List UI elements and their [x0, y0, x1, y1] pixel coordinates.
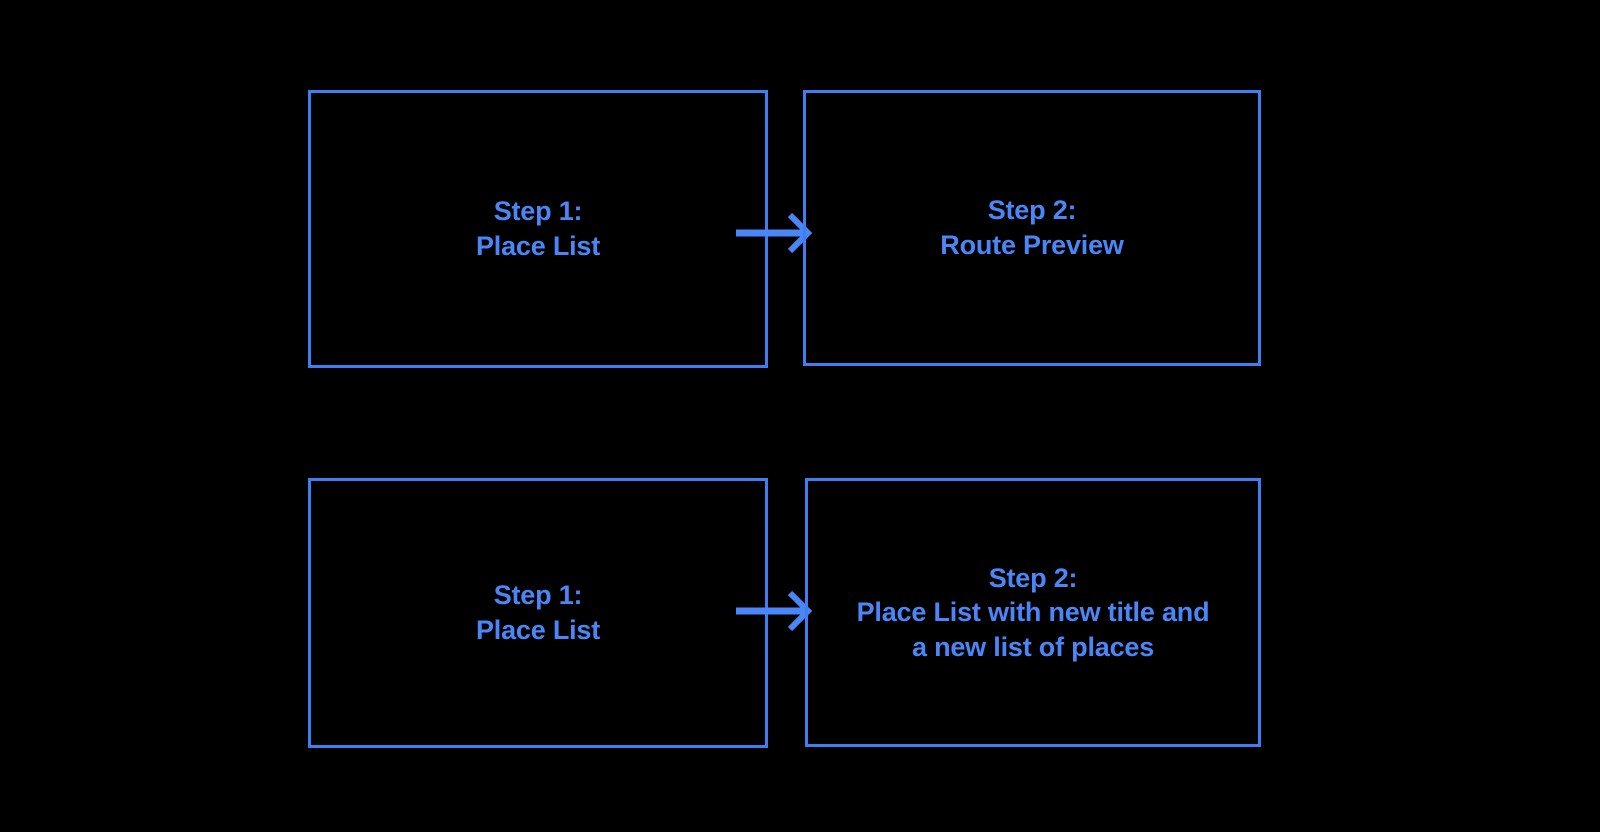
flow-box-step1-top[interactable]: Step 1: Place List — [308, 90, 768, 368]
flow-box-label: Step 2: Place List with new title and a … — [856, 562, 1210, 662]
flow-box-label: Step 1: Place List — [475, 196, 601, 261]
flow-box-step2-top[interactable]: Step 2: Route Preview — [803, 90, 1261, 366]
flow-box-step1-bottom[interactable]: Step 1: Place List — [308, 478, 768, 748]
flow-box-label: Step 2: Route Preview — [940, 195, 1124, 260]
flow-box-label: Step 1: Place List — [475, 580, 601, 645]
flow-box-step2-bottom[interactable]: Step 2: Place List with new title and a … — [805, 478, 1261, 747]
